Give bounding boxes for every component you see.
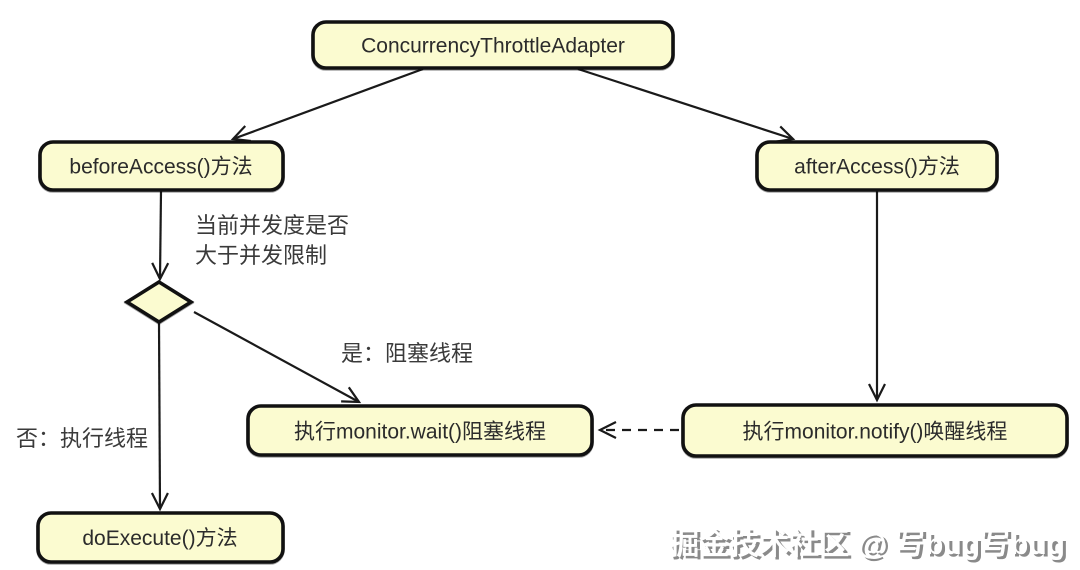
node-label: 执行monitor.notify()唤醒线程	[743, 421, 1008, 444]
condition-label-line1: 当前并发度是否	[195, 213, 349, 238]
edge-beforeaccess-to-decision-arrow	[151, 190, 170, 282]
node-monitor-notify: 执行monitor.notify()唤醒线程	[681, 403, 1069, 458]
node-box	[38, 140, 285, 192]
node-box	[36, 511, 285, 564]
watermark: 掘金技术社区 @ 写bug写bug 掘金技术社区 @ 写bug写bug	[669, 527, 1068, 564]
node-label: afterAccess()方法	[794, 156, 960, 179]
node-box	[246, 404, 594, 457]
no-branch-label: 否：执行线程	[16, 426, 148, 451]
node-concurrency-throttle-adapter: ConcurrencyThrottleAdapter	[311, 20, 675, 70]
node-label: 执行monitor.wait()阻塞线程	[294, 421, 546, 444]
condition-label-line2: 大于并发限制	[195, 243, 327, 268]
edge-adapter-to-afteraccess-arrow	[577, 67, 796, 143]
node-monitor-wait: 执行monitor.wait()阻塞线程	[246, 404, 594, 457]
watermark-shadow-text: 掘金技术社区 @ 写bug写bug	[672, 530, 1068, 564]
decision-diamond	[123, 279, 195, 325]
node-label: ConcurrencyThrottleAdapter	[361, 35, 625, 58]
node-after-access: afterAccess()方法	[755, 140, 999, 192]
node-do-execute: doExecute()方法	[36, 511, 285, 564]
node-box	[755, 140, 999, 192]
node-box	[681, 403, 1069, 458]
yes-branch-label: 是：阻塞线程	[341, 341, 473, 366]
node-label: beforeAccess()方法	[69, 156, 252, 179]
node-box	[311, 20, 675, 70]
node-before-access: beforeAccess()方法	[38, 140, 285, 192]
edge-decision-to-wait-arrow	[193, 311, 362, 404]
edge-adapter-to-beforeaccess-arrow	[230, 67, 424, 143]
watermark-text: 掘金技术社区 @ 写bug写bug	[669, 527, 1065, 561]
node-label: doExecute()方法	[82, 527, 237, 550]
edge-decision-to-doexecute-arrow	[150, 321, 169, 512]
